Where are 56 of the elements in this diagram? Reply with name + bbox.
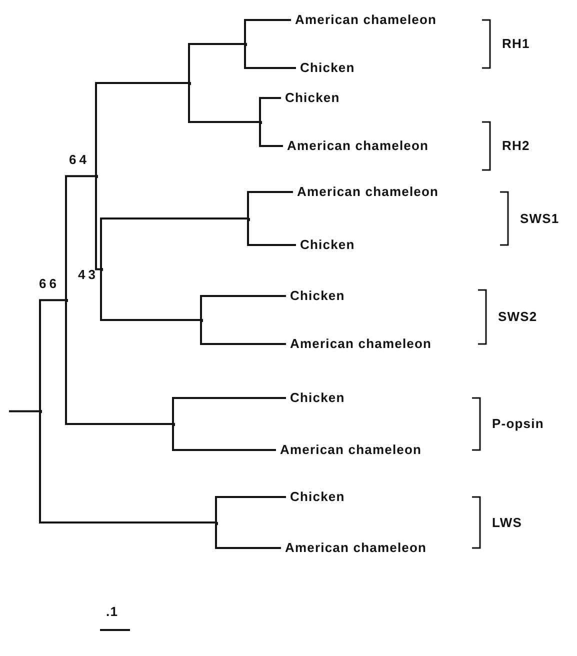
tree-branch <box>259 97 281 122</box>
tree-branch <box>100 218 248 270</box>
tree-branch <box>188 83 260 123</box>
tree-branch <box>247 191 293 218</box>
tree-branch <box>188 43 245 83</box>
tree-branch <box>200 320 286 345</box>
tree-branch <box>244 19 291 44</box>
branch-node <box>172 423 175 426</box>
taxon-label: American chameleon <box>295 12 437 28</box>
tree-branch <box>9 410 40 412</box>
tree-branch <box>172 397 286 424</box>
taxon-label: American chameleon <box>285 540 427 556</box>
taxon-label: Chicken <box>285 90 340 106</box>
clade-label: SWS2 <box>498 309 538 325</box>
taxon-label: Chicken <box>290 390 345 406</box>
branch-node <box>188 82 191 85</box>
tree-branch <box>39 299 66 412</box>
tree-branch <box>259 122 283 147</box>
branch-node <box>100 268 103 272</box>
branch-node <box>39 410 42 414</box>
branch-node <box>65 299 68 302</box>
tree-branch <box>200 295 286 320</box>
clade-label: P-opsin <box>492 416 544 432</box>
tree-branch <box>247 218 296 246</box>
tree-branch <box>215 522 281 549</box>
bootstrap-value: 43 <box>78 267 98 284</box>
tree-branch <box>95 176 101 270</box>
taxon-label: American chameleon <box>287 138 429 154</box>
tree-branch <box>39 411 216 524</box>
taxon-label: Chicken <box>300 237 355 253</box>
clade-label: SWS1 <box>520 210 560 226</box>
taxon-label: Chicken <box>290 489 345 505</box>
tree-branch <box>95 82 189 176</box>
clade-label: RH1 <box>502 36 530 52</box>
branch-node <box>200 319 203 322</box>
branch-node <box>244 43 247 46</box>
branch-node <box>95 175 98 178</box>
tree-branch <box>65 300 173 425</box>
taxon-label: American chameleon <box>290 336 432 352</box>
tree-branch <box>100 269 201 321</box>
tree-branch <box>215 496 286 522</box>
taxon-label: American chameleon <box>297 184 439 200</box>
branch-node <box>215 522 218 524</box>
tree-branch <box>172 424 276 451</box>
bootstrap-value: 66 <box>39 276 60 292</box>
tree-branch <box>244 44 296 69</box>
clade-label: RH2 <box>502 138 530 154</box>
tree-branch <box>65 175 96 300</box>
scale-label: .1 <box>106 604 118 620</box>
bootstrap-value: 64 <box>69 152 90 168</box>
taxon-label: Chicken <box>300 60 355 76</box>
branch-node <box>247 218 250 220</box>
taxon-label: Chicken <box>290 288 345 304</box>
branch-node <box>259 121 262 124</box>
taxon-label: American chameleon <box>280 442 422 458</box>
clade-label: LWS <box>492 514 522 530</box>
